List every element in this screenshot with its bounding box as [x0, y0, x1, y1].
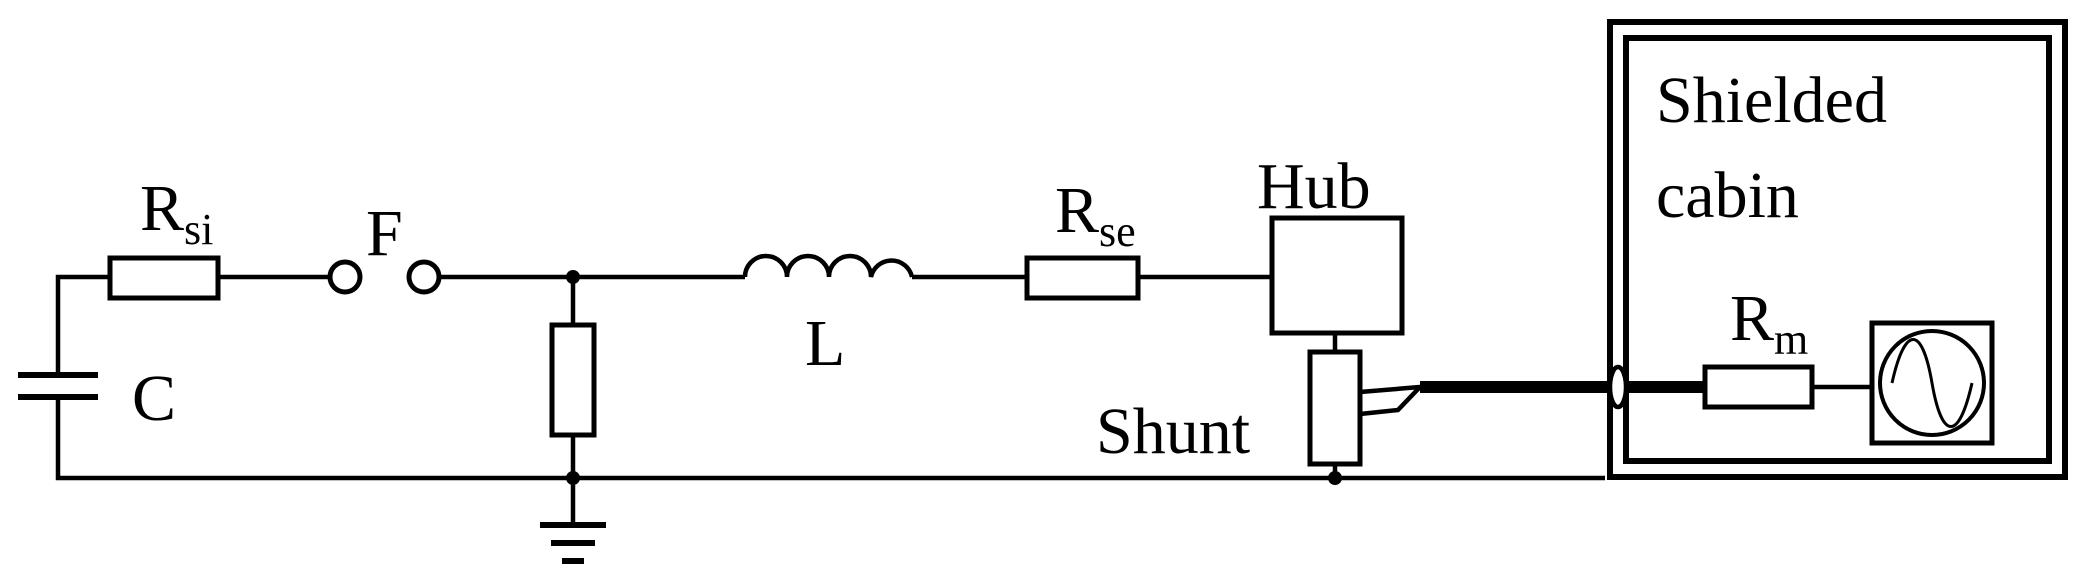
oscilloscope — [1869, 320, 1995, 446]
inductor-label: L — [805, 307, 845, 380]
hub-box — [1269, 215, 1405, 336]
resistor-rse-sub: se — [1099, 207, 1136, 256]
resistor-rse-label: Rse — [1055, 174, 1136, 256]
resistor-rsi — [107, 255, 221, 301]
shunt-branch — [549, 270, 597, 525]
resistor-rm — [1702, 364, 1815, 410]
capacitor-c — [18, 372, 98, 400]
shielded-cabin — [1607, 19, 2068, 480]
shunt-label: Shunt — [1096, 395, 1250, 468]
sine-wave-icon — [1890, 338, 1974, 428]
resistor-rse-main: R — [1055, 174, 1099, 247]
resistor-rsi-sub: si — [184, 205, 213, 254]
resistor-rm-main: R — [1730, 282, 1774, 355]
cabin-label-line2: cabin — [1656, 159, 1799, 232]
resistor-rse — [1024, 255, 1141, 301]
resistor-rsi-main: R — [140, 172, 184, 245]
fuse-label: F — [366, 197, 403, 270]
inductor-l — [742, 253, 915, 278]
resistor-rm-sub: m — [1774, 315, 1808, 364]
feedthrough — [1607, 364, 1629, 410]
source-loop-wires — [55, 274, 1605, 481]
hub-label: Hub — [1257, 150, 1371, 223]
resistor-rm-label: Rm — [1730, 282, 1808, 364]
ground-icon — [540, 522, 606, 564]
fuse-f — [327, 259, 442, 295]
cabin-label-line1: Shielded — [1656, 64, 1887, 137]
shunt — [1307, 349, 1426, 485]
capacitor-label: C — [132, 362, 176, 435]
resistor-rsi-label: Rsi — [140, 172, 213, 254]
